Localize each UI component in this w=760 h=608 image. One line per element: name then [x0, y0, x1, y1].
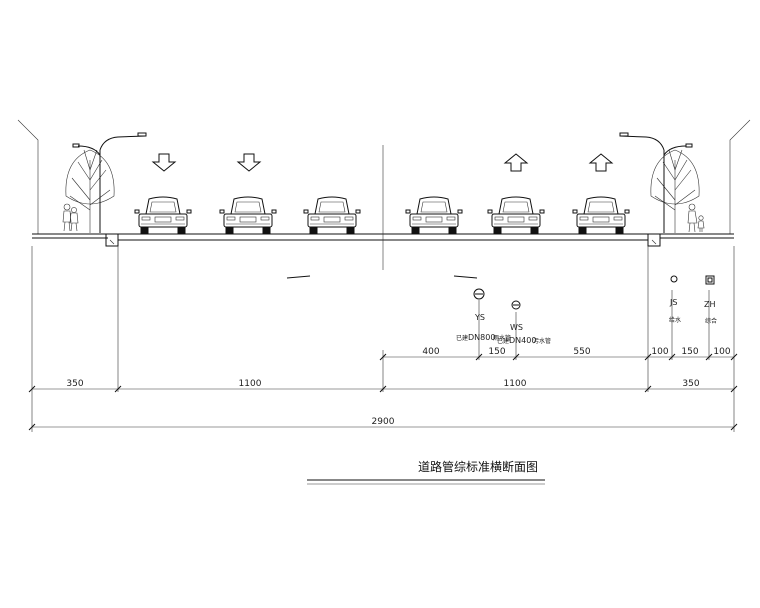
pipe-zh-code: ZH: [704, 300, 716, 309]
arrow-down-icon: [236, 153, 262, 172]
vehicle: [134, 196, 192, 235]
dim-pipe-6: 100: [713, 347, 730, 357]
vehicle: [572, 196, 630, 235]
pipe-ys-prefix: 已建: [456, 334, 468, 342]
tree-left: [65, 149, 115, 233]
pipe-ys-code: YS: [474, 313, 485, 322]
tree-right: [650, 149, 700, 233]
dim-pipe-2: 150: [488, 347, 505, 357]
vehicle: [303, 196, 361, 235]
pipe-ws-code: WS: [510, 323, 523, 332]
dim-pipe-5: 150: [681, 347, 698, 357]
pipe-ys-suffix: 雨水管: [493, 334, 511, 342]
ground-mark-left: [286, 275, 311, 279]
dimension-total: 2900: [28, 417, 738, 431]
traffic-direction-arrows: [151, 153, 614, 172]
dim-seg-1: 350: [66, 379, 83, 389]
vehicle: [405, 196, 463, 235]
arrow-down-icon: [151, 153, 177, 172]
extension-lines: [31, 246, 735, 432]
pedestrians-right: [687, 203, 705, 233]
pipe-zh-desc: 综合: [705, 317, 717, 325]
dim-pipe-4: 100: [651, 347, 668, 357]
pipe-ws-suffix: 污水管: [533, 337, 551, 345]
left-curb: [105, 233, 119, 247]
vehicle: [487, 196, 545, 235]
pipe-js-desc: 给水: [669, 316, 681, 324]
pipe-js: JS 给水: [669, 275, 681, 324]
dim-seg-4: 350: [682, 379, 699, 389]
dimension-row-segments: 350 1100 1100 350: [28, 379, 738, 393]
pipe-ys: YS 已建 DN800 雨水管: [456, 288, 511, 342]
right-curb: [647, 233, 661, 247]
pipe-ws-size: DN400: [509, 336, 536, 345]
dim-pipe-1: 400: [422, 347, 439, 357]
dimension-row-pipes: 400 150 550 100 150 100: [379, 347, 738, 361]
vehicle: [219, 196, 277, 235]
lamp-post-right: [619, 132, 693, 233]
arrow-up-icon: [588, 153, 614, 172]
dim-total: 2900: [372, 417, 395, 427]
pipe-ws: WS 已建 DN400 污水管: [497, 300, 551, 345]
dim-pipe-3: 550: [573, 347, 590, 357]
dim-seg-2: 1100: [239, 379, 262, 389]
vehicles: [134, 196, 630, 235]
left-slope: [17, 119, 39, 234]
ground-mark-right: [453, 275, 478, 279]
pipe-zh: ZH 综合: [704, 275, 717, 325]
dim-seg-3: 1100: [504, 379, 527, 389]
title-text: 道路管综标准横断面图: [418, 459, 538, 474]
drawing-title: 道路管综标准横断面图: [307, 459, 545, 485]
pipe-ys-size: DN800: [468, 333, 495, 342]
pipe-js-code: JS: [669, 298, 677, 307]
lamp-post-left: [72, 132, 147, 233]
arrow-up-icon: [503, 153, 529, 172]
right-slope: [729, 119, 751, 234]
pipe-ws-prefix: 已建: [497, 337, 509, 345]
pedestrians-left: [62, 203, 79, 232]
